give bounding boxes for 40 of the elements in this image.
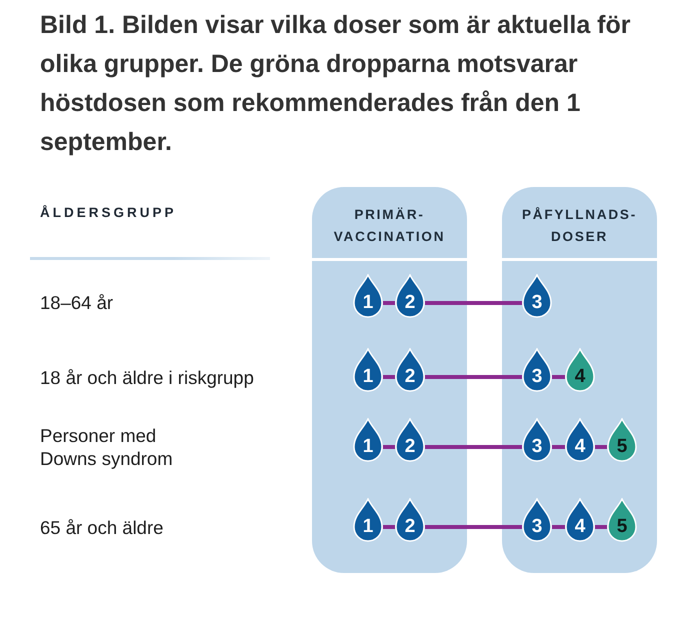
dose-drop: 5	[607, 418, 637, 462]
dose-drop: 3	[522, 418, 552, 462]
connector-line	[595, 445, 607, 449]
connector-line	[552, 445, 565, 449]
row-label: 18 år och äldre i riskgrupp	[40, 366, 254, 389]
row-label: Personer med Downs syndrom	[40, 424, 174, 470]
dose-drop: 4	[565, 498, 595, 542]
connector-line	[383, 375, 395, 379]
dose-drop: 2	[395, 274, 425, 318]
row-label: 65 år och äldre	[40, 516, 164, 539]
dose-drop: 2	[395, 348, 425, 392]
column-panel	[502, 187, 657, 573]
connector-line	[425, 301, 522, 305]
connector-line	[425, 445, 522, 449]
connector-line	[552, 525, 565, 529]
dose-drop: 4	[565, 418, 595, 462]
dose-drop: 5	[607, 498, 637, 542]
dose-drop: 3	[522, 498, 552, 542]
column-heading: PRIMÄR- VACCINATION	[334, 206, 446, 246]
connector-line	[425, 525, 522, 529]
dose-drop: 2	[395, 418, 425, 462]
dose-drop: 1	[353, 498, 383, 542]
column-panel	[312, 187, 467, 573]
connector-line	[595, 525, 607, 529]
row-label: 18–64 år	[40, 291, 114, 314]
figure-title: Bild 1. Bilden visar vilka doser som är aktuella för olika grupper. De gröna dropparna motsvarar höstdosen som rekommenderades från den 1 september.	[40, 10, 632, 158]
connector-line	[552, 375, 565, 379]
column-heading: PÅFYLLNADS- DOSER	[522, 206, 638, 246]
connector-line	[425, 375, 522, 379]
dose-drop: 1	[353, 418, 383, 462]
dose-drop: 2	[395, 498, 425, 542]
connector-line	[383, 445, 395, 449]
connector-line	[383, 301, 395, 305]
dose-drop: 3	[522, 348, 552, 392]
dose-drop: 1	[353, 348, 383, 392]
dose-drop: 4	[565, 348, 595, 392]
dose-drop: 1	[353, 274, 383, 318]
column-heading: ÅLDERSGRUPP	[40, 204, 177, 222]
connector-line	[383, 525, 395, 529]
dose-drop: 3	[522, 274, 552, 318]
